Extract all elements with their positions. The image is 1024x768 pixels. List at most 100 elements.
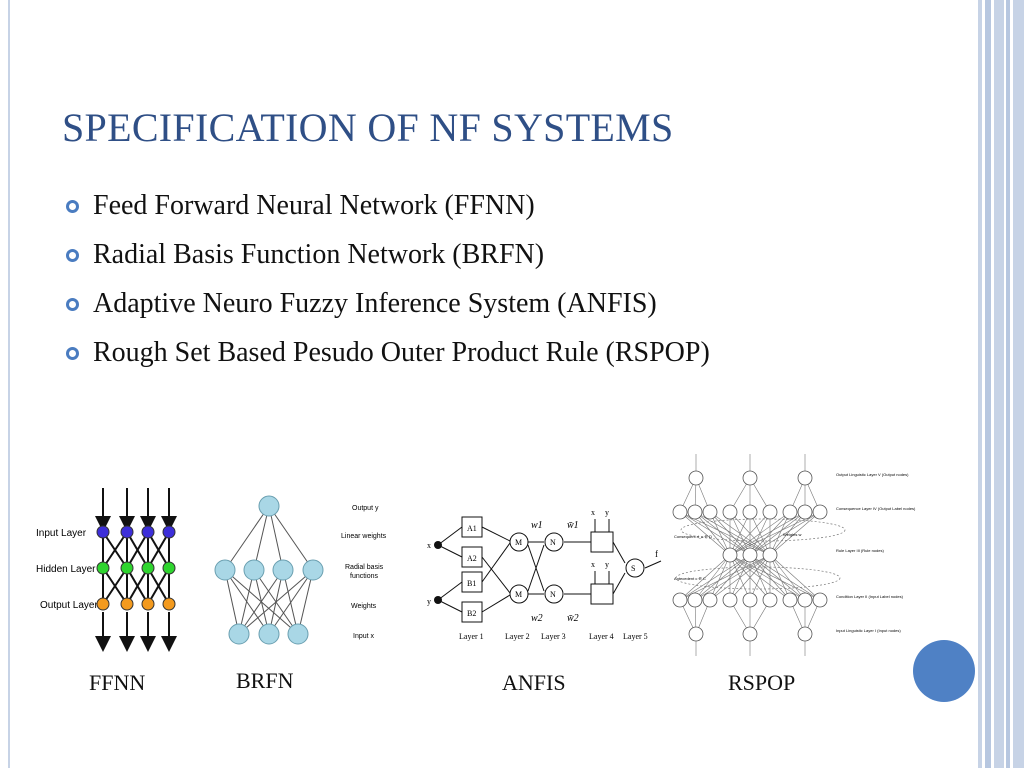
bullet-list: Feed Forward Neural Network (FFNN) Radia… <box>66 186 886 382</box>
rspop-layer5-label: Output Linguistic Layer V (Output nodes) <box>836 472 909 477</box>
rspop-condition-node <box>702 592 718 608</box>
rspop-antecedent-label: Antecedent c ∈ C <box>674 576 706 581</box>
anfis-diagram: x y A1 A2 B1 B2 M M N N S w1 w̄1 w2 w̄2 … <box>427 508 662 641</box>
bullet-dot-icon <box>66 347 79 360</box>
bullet-text: Feed Forward Neural Network (FFNN) <box>93 190 535 221</box>
rspop-consequence-node <box>762 504 778 520</box>
anfis-y-input: y <box>427 597 431 606</box>
bullet-dot-icon <box>66 200 79 213</box>
brfn-hidden-node <box>272 559 294 581</box>
ffnn-node <box>120 597 134 611</box>
rspop-condition-node <box>687 592 703 608</box>
anfis-layer2-label: Layer 2 <box>505 632 530 641</box>
right-frame-stripe-3 <box>994 0 1004 768</box>
rspop-output-node <box>688 470 704 486</box>
anfis-layer3-label: Layer 3 <box>541 632 566 641</box>
brfn-input-label: Input x <box>353 633 375 640</box>
bullet-text: Rough Set Based Pesudo Outer Product Rul… <box>93 337 710 368</box>
rspop-consequence-node <box>782 504 798 520</box>
anfis-m-node-1: M <box>515 538 522 547</box>
rspop-layer2-label: Condition Layer II (Input Label nodes) <box>836 594 904 599</box>
bullet-dot-icon <box>66 298 79 311</box>
rspop-condition-node <box>672 592 688 608</box>
bullet-item: Radial Basis Function Network (BRFN) <box>66 235 886 275</box>
rspop-condition-node <box>762 592 778 608</box>
ffnn-diagram: Input Layer Hidden Layer Output Layer <box>36 488 177 652</box>
rspop-consequence-node <box>812 504 828 520</box>
right-frame-stripe-1 <box>978 0 982 768</box>
bullet-text: Adaptive Neuro Fuzzy Inference System (A… <box>93 288 657 319</box>
rspop-rule-node <box>722 547 738 563</box>
rspop-rule-node <box>742 547 758 563</box>
brfn-linear-weights-label: Linear weights <box>341 533 387 540</box>
bullet-item: Feed Forward Neural Network (FFNN) <box>66 186 886 226</box>
ffnn-caption: FFNN <box>89 670 146 695</box>
rspop-caption: RSPOP <box>728 670 796 695</box>
rspop-input-node <box>688 626 704 642</box>
left-frame-border <box>0 0 10 768</box>
brfn-hidden-node <box>302 559 324 581</box>
anfis-layer4-label: Layer 4 <box>589 632 614 641</box>
ffnn-hidden-layer-label: Hidden Layer <box>36 564 96 575</box>
anfis-f-output: f <box>655 549 658 559</box>
anfis-y-top-1: y <box>605 508 609 517</box>
rspop-input-node <box>742 626 758 642</box>
rspop-output-node <box>797 470 813 486</box>
ffnn-node <box>141 597 155 611</box>
right-frame-stripe-5 <box>1013 0 1024 768</box>
anfis-wbar2: w̄2 <box>567 613 579 624</box>
anfis-n-node-1: N <box>550 538 556 547</box>
ffnn-node <box>162 525 176 539</box>
ffnn-node <box>96 597 110 611</box>
brfn-hidden-node <box>243 559 265 581</box>
rspop-condition-node <box>797 592 813 608</box>
rspop-rule-node <box>762 547 778 563</box>
brfn-output-label: Output y <box>352 505 379 512</box>
rspop-consequence-node <box>702 504 718 520</box>
brfn-input-node <box>287 623 309 645</box>
ffnn-output-layer-label: Output Layer <box>40 600 98 611</box>
brfn-weights-label: Weights <box>351 603 377 610</box>
anfis-caption: ANFIS <box>502 670 566 695</box>
anfis-b1: B1 <box>467 579 476 588</box>
anfis-w2: w2 <box>531 613 543 624</box>
anfis-m-node-2: M <box>515 590 522 599</box>
ffnn-node <box>141 525 155 539</box>
ffnn-node <box>120 561 134 575</box>
decorative-circle <box>913 640 975 702</box>
anfis-y-top-2: y <box>605 560 609 569</box>
brfn-caption: BRFN <box>236 668 294 693</box>
rspop-weights-label: Weights w <box>783 532 801 537</box>
bullet-text: Radial Basis Function Network (BRFN) <box>93 239 545 270</box>
brfn-input-node <box>258 623 280 645</box>
anfis-s-node: S <box>631 564 635 573</box>
brfn-functions-label: functions <box>350 573 379 580</box>
rspop-consequence-node <box>797 504 813 520</box>
rspop-consequent-label: Consequent d_n ∈ D <box>674 534 712 539</box>
rspop-condition-node <box>812 592 828 608</box>
anfis-w1: w1 <box>531 520 543 531</box>
anfis-a1: A1 <box>467 524 477 533</box>
ffnn-node <box>141 561 155 575</box>
rspop-layer3-label: Rule Layer III (Rule nodes) <box>836 548 884 553</box>
rspop-layer1-label: Input Linguistic Layer I (Input nodes) <box>836 628 901 633</box>
ffnn-node <box>162 561 176 575</box>
rspop-consequence-node <box>742 504 758 520</box>
anfis-x-top-1: x <box>591 508 595 517</box>
brfn-hidden-node <box>214 559 236 581</box>
rspop-layer4-label: Consequence Layer IV (Output Label nodes… <box>836 506 916 511</box>
rspop-diagram: Output Linguistic Layer V (Output nodes)… <box>672 454 916 656</box>
anfis-x-input: x <box>427 541 431 550</box>
rspop-condition-node <box>742 592 758 608</box>
right-frame-stripe-2 <box>985 0 991 768</box>
rspop-output-node <box>742 470 758 486</box>
anfis-x-top-2: x <box>591 560 595 569</box>
anfis-layer5-label: Layer 5 <box>623 632 648 641</box>
brfn-diagram: Output y Linear weights Radial basis fun… <box>214 495 387 645</box>
ffnn-node <box>96 525 110 539</box>
anfis-b2: B2 <box>467 609 476 618</box>
anfis-wbar1: w̄1 <box>567 520 579 531</box>
bullet-item: Rough Set Based Pesudo Outer Product Rul… <box>66 333 833 373</box>
bullet-item: Adaptive Neuro Fuzzy Inference System (A… <box>66 284 886 324</box>
brfn-input-node <box>228 623 250 645</box>
